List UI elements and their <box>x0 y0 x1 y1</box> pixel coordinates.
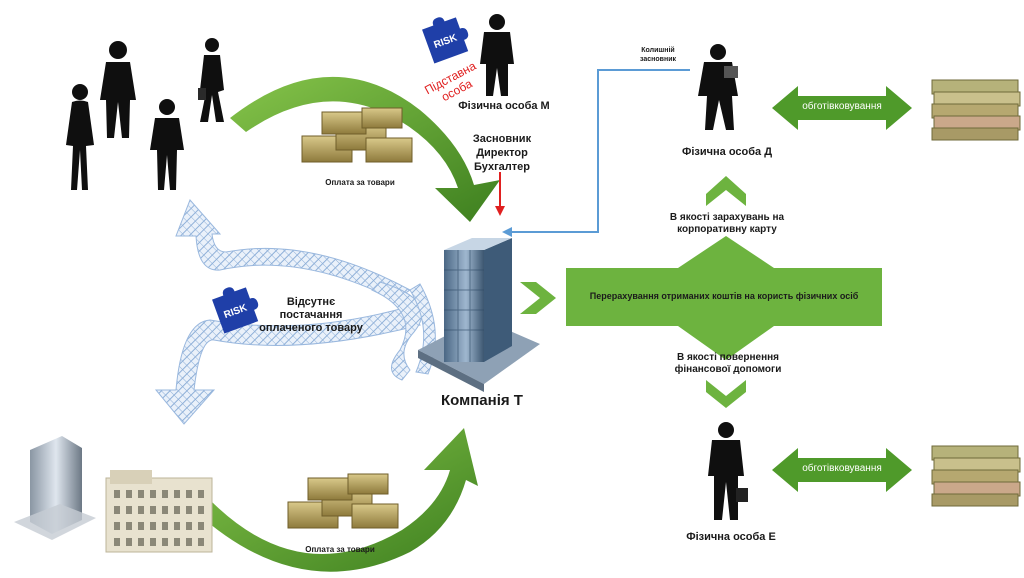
payment-label-bottom: Оплата за товари <box>305 545 375 554</box>
corporate-card-label: В якості зарахувань на корпоративну карт… <box>669 212 785 235</box>
payment-label-top: Оплата за товари <box>325 178 395 187</box>
chevron-up-icon <box>706 176 746 206</box>
role-director: Директор <box>476 147 528 159</box>
people-group-icon <box>66 38 224 190</box>
businessman-icon <box>708 422 748 520</box>
office-building-icon <box>105 470 213 553</box>
person-d-label: Фізична особа Д <box>681 146 773 158</box>
loan-return-label: В якості повернення фінансової допомоги <box>674 352 782 375</box>
red-arrow <box>495 172 505 216</box>
cash-out-label-bottom: обготівковування <box>802 463 882 474</box>
role-accountant: Бухгалтер <box>473 161 531 173</box>
role-founder: Засновник <box>472 133 532 145</box>
office-building-icon <box>418 238 540 392</box>
double-arrow-icon <box>772 448 912 492</box>
cash-out-label-top: обготівковування <box>802 101 882 112</box>
transfer-box <box>566 236 882 360</box>
missing-delivery-label: Відсутнє постачання оплаченого товару <box>259 296 363 334</box>
payment-arrow-top <box>230 76 500 222</box>
money-stack-icon <box>301 107 413 163</box>
chevron-down-icon <box>706 380 746 408</box>
former-founder-link <box>502 69 690 237</box>
person-m-icon <box>480 14 514 96</box>
transfer-box-label: Перерахування отриманих коштів на корист… <box>589 291 859 301</box>
person-m-label: Фізична особа М <box>458 100 550 112</box>
money-stack-icon <box>287 473 399 529</box>
puzzle-risk-icon: RISK <box>422 17 469 64</box>
businessman-icon <box>698 44 738 130</box>
company-label: Компанія Т <box>441 392 523 409</box>
former-founder-label: Колишній засновник <box>639 47 676 63</box>
cash-bundle-icon <box>931 79 1021 141</box>
double-arrow-icon <box>772 86 912 130</box>
roles-label: Засновник Директор Бухгалтер <box>458 132 546 174</box>
puzzle-risk-icon: RISK <box>212 287 259 334</box>
payment-arrow-bottom <box>196 428 478 572</box>
cash-bundle-icon <box>931 445 1021 507</box>
office-building-icon <box>14 436 96 540</box>
chevron-right-icon <box>520 282 556 314</box>
person-e-label: Фізична особа Е <box>686 531 776 543</box>
